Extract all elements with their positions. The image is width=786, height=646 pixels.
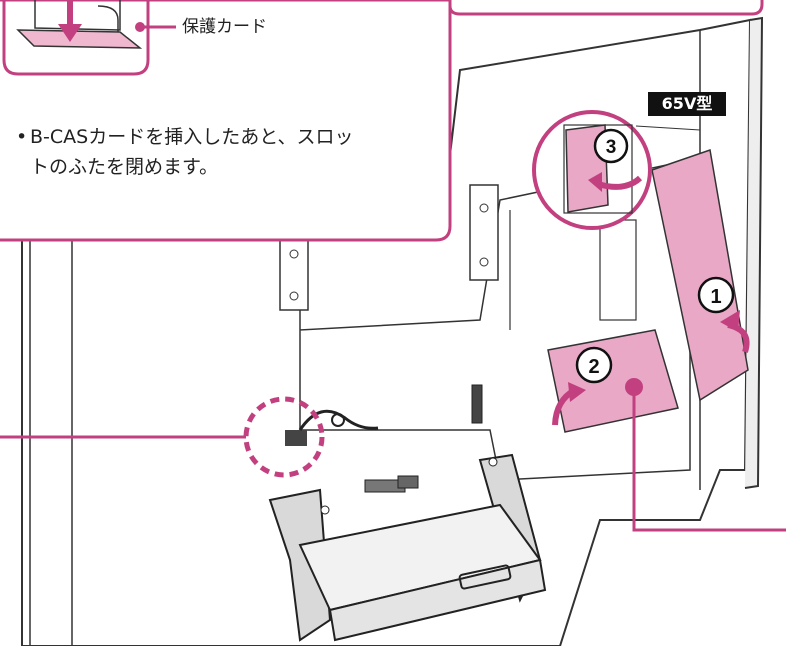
step-1-number: 1 [710, 286, 721, 308]
bullet-mark: • [16, 126, 28, 148]
card-inset-frame [2, 0, 150, 76]
model-size-badge: 65V型 [648, 92, 726, 116]
arrow-3-icon [597, 175, 643, 190]
stand-left [268, 488, 332, 642]
zoom-circle-dashed [243, 396, 325, 478]
instruction-bullet: •B-CASカードを挿入したあと、スロッ トのふたを閉めます。 [16, 122, 446, 182]
instruction-line-2: トのふたを閉めます。 [30, 156, 219, 178]
step-2-number: 2 [588, 356, 599, 378]
protective-card-label: 保護カード [182, 17, 267, 37]
callout-box-top-right [448, 0, 764, 16]
step-3-number: 3 [606, 137, 617, 158]
instruction-line-1: B-CASカードを挿入したあと、スロッ [30, 126, 354, 148]
pointer-line [632, 387, 786, 532]
protective-card [16, 29, 143, 49]
callout-box [0, 0, 452, 242]
terminal-cover-1 [651, 149, 749, 402]
tv-right-bezel [744, 16, 764, 489]
